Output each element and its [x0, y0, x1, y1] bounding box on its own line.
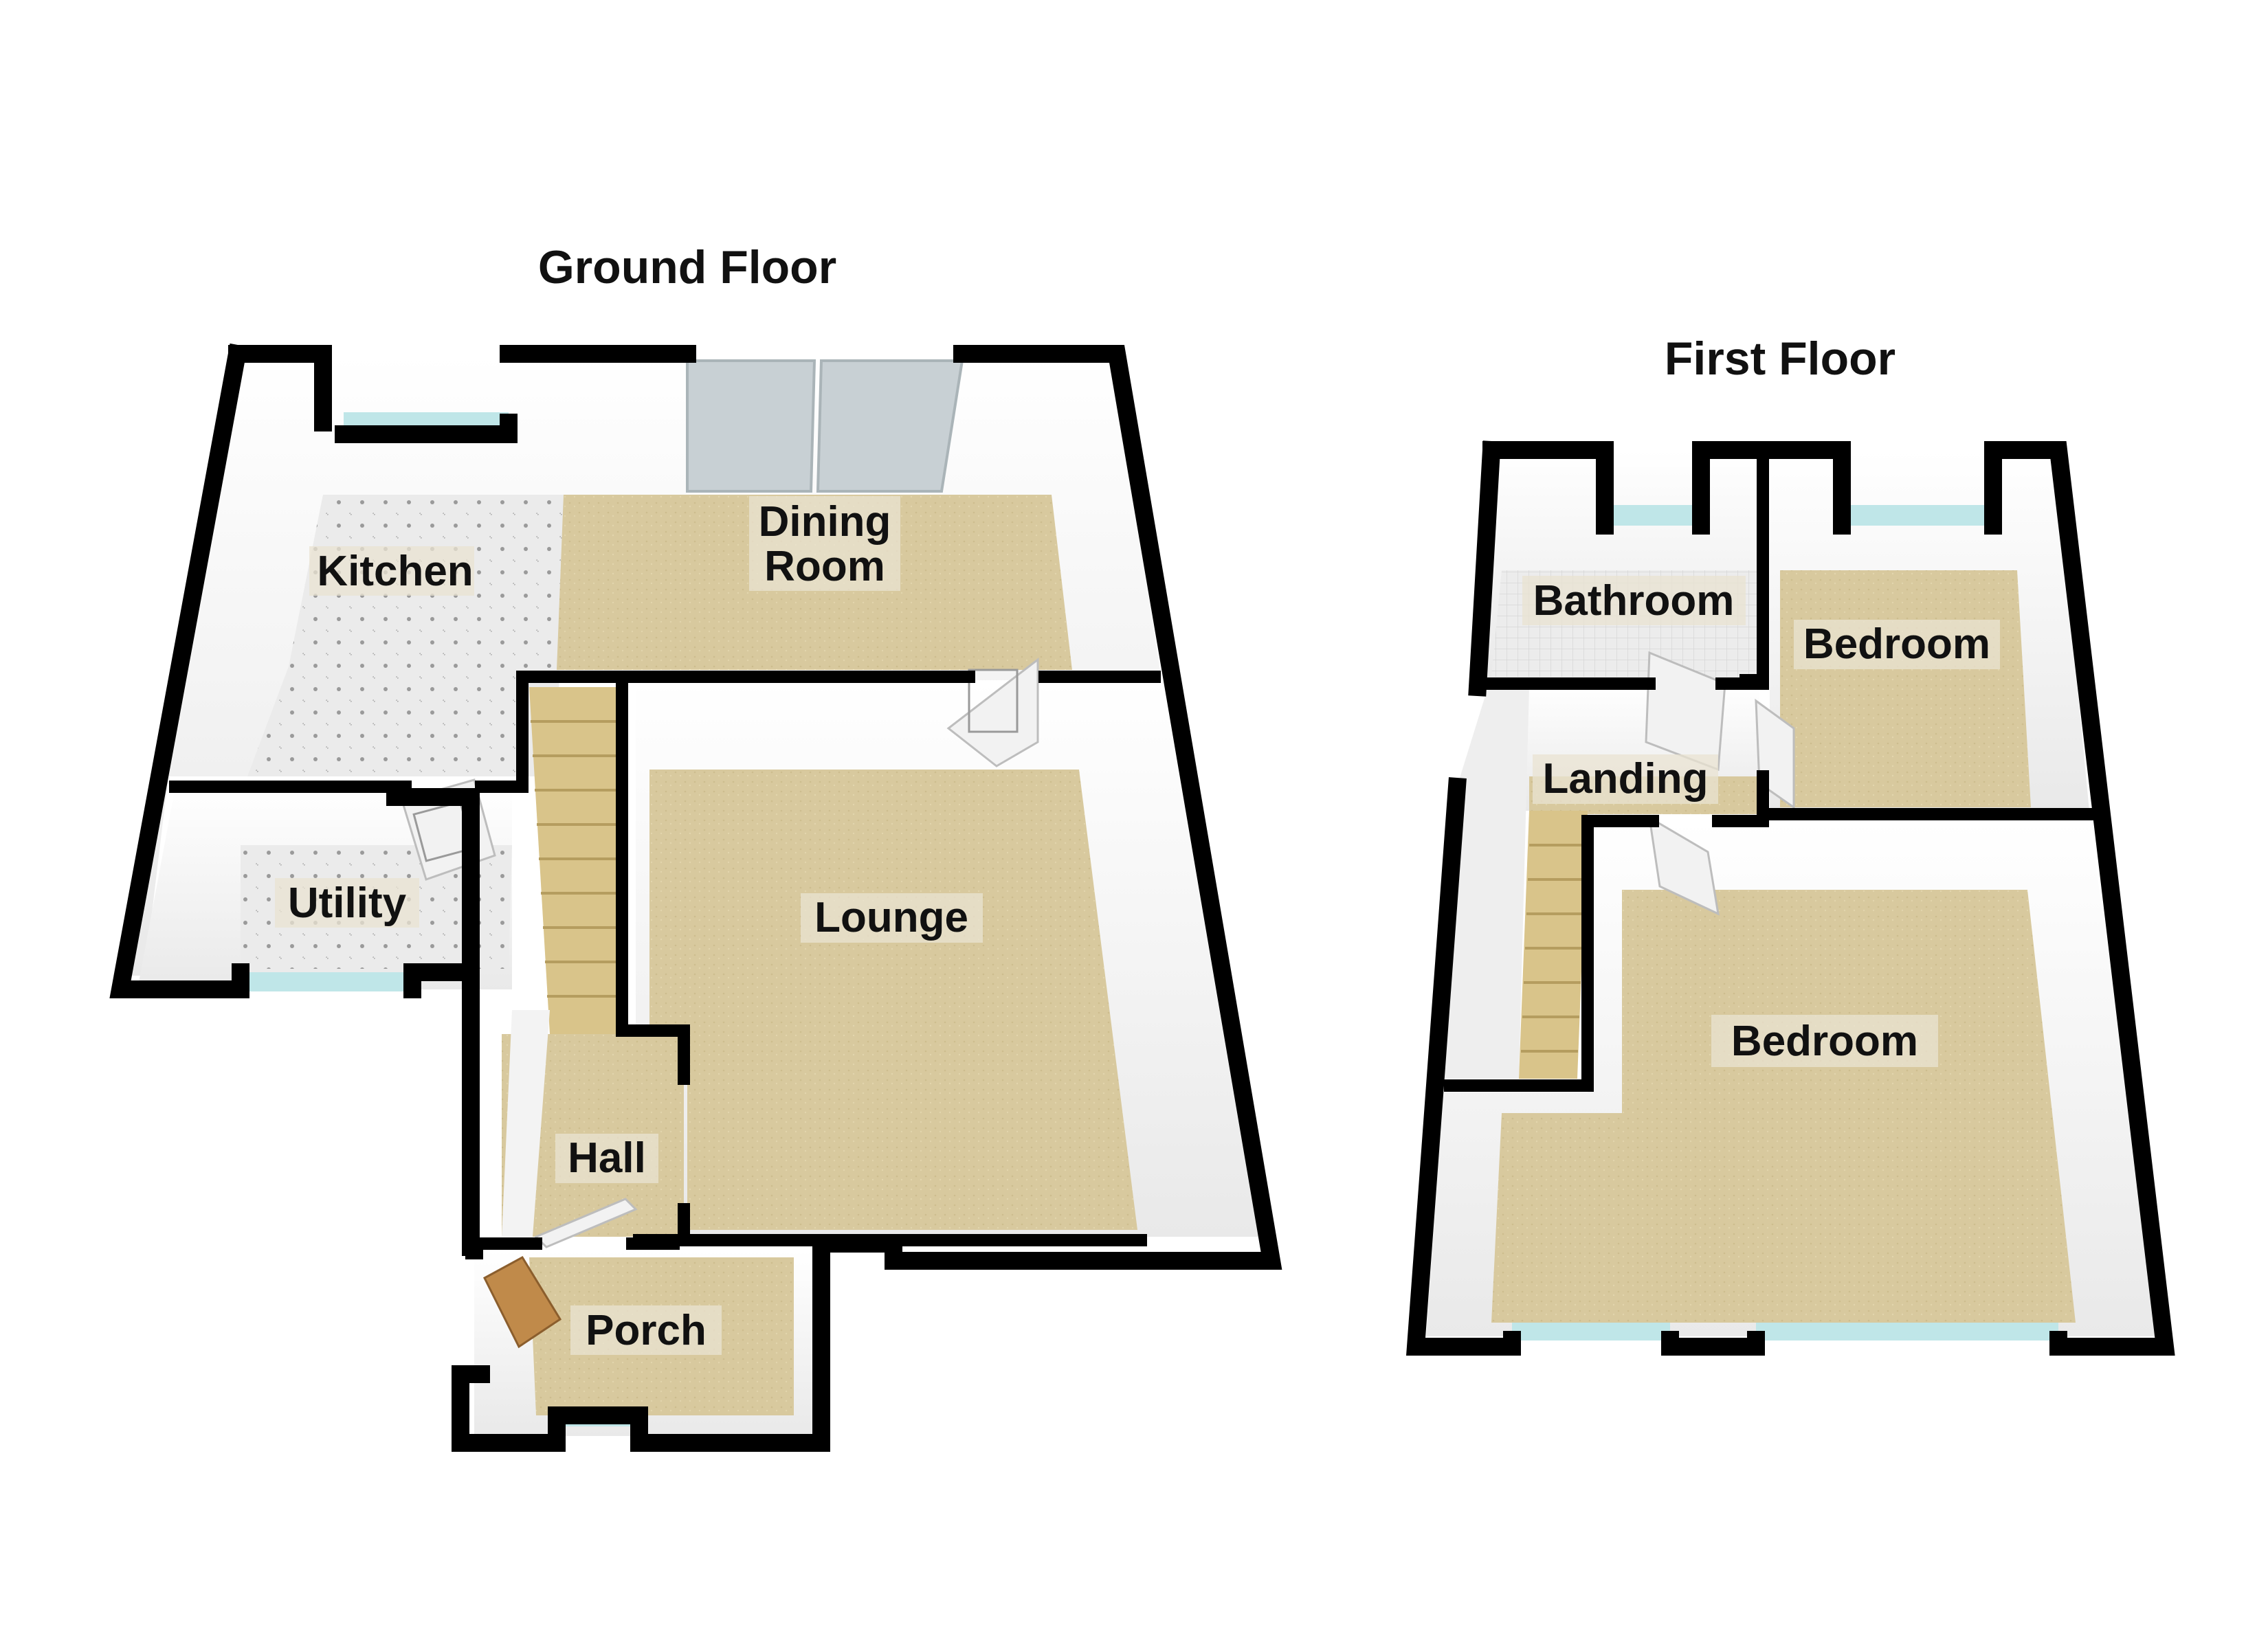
dining-room-label-bg: [749, 496, 900, 591]
first-outer-wall: [1406, 440, 2175, 1356]
first-stair-treads: [1521, 844, 1586, 1053]
kitchen-label: Kitchen: [317, 548, 473, 595]
first-stairs: [1519, 811, 1588, 1079]
hall-label-bg: [555, 1134, 658, 1183]
bedroom-small-floor: [1780, 570, 2031, 807]
dining-room-label-line1: Dining: [759, 498, 891, 546]
ground-floor-title: Ground Floor: [538, 241, 836, 293]
utility-label-bg: [275, 878, 419, 928]
first-interior-walls: [1444, 444, 2095, 1092]
landing-label-bg: [1533, 754, 1718, 804]
bedroom-large-floor: [1491, 890, 2076, 1323]
ground-outer-wall: [109, 343, 1282, 1452]
dining-room-label-line2: Room: [764, 543, 885, 590]
bedroom-small-label-bg: [1794, 620, 2000, 669]
utility-window: [247, 972, 405, 991]
dining-patio-door-right: [816, 359, 964, 493]
bedroom-large-label-bg: [1711, 1015, 1938, 1067]
bathroom-window: [1605, 505, 1701, 526]
landing-label: Landing: [1542, 755, 1708, 803]
lounge-floor: [649, 770, 1137, 1230]
bedroom-large-door: [1648, 816, 1720, 916]
hall-label: Hall: [568, 1134, 646, 1182]
ground-stair-treads: [531, 720, 622, 998]
bedroom-large-window-left: [1512, 1323, 1670, 1340]
bathroom-label: Bathroom: [1533, 577, 1735, 625]
ground-interior-walls: [169, 671, 1161, 1250]
kitchen-label-bg: [309, 546, 474, 596]
porch-label-bg: [570, 1305, 722, 1355]
lounge-label: Lounge: [814, 894, 968, 941]
front-door: [483, 1255, 562, 1349]
hall-walls: [502, 1010, 550, 1237]
bedroom-large-label: Bedroom: [1731, 1018, 1918, 1065]
dining-patio-door-left: [686, 359, 816, 493]
lounge-door-panel: [968, 669, 1019, 733]
bathroom-label-bg: [1522, 576, 1746, 625]
bedroom-large-window-right: [1756, 1323, 2058, 1340]
first-floor: First Floor: [1406, 333, 2175, 1356]
ground-floor: Ground Floor: [109, 241, 1282, 1452]
first-floor-title: First Floor: [1665, 333, 1895, 385]
hall-porch-door: [534, 1198, 638, 1248]
porch-label: Porch: [586, 1307, 707, 1354]
bedroom-small-label: Bedroom: [1803, 620, 1990, 668]
lounge-label-bg: [801, 893, 983, 943]
ground-stairs: [529, 687, 622, 1034]
bedroom-small-window: [1842, 505, 1993, 526]
utility-label: Utility: [288, 879, 407, 927]
lounge-door: [946, 657, 1039, 767]
